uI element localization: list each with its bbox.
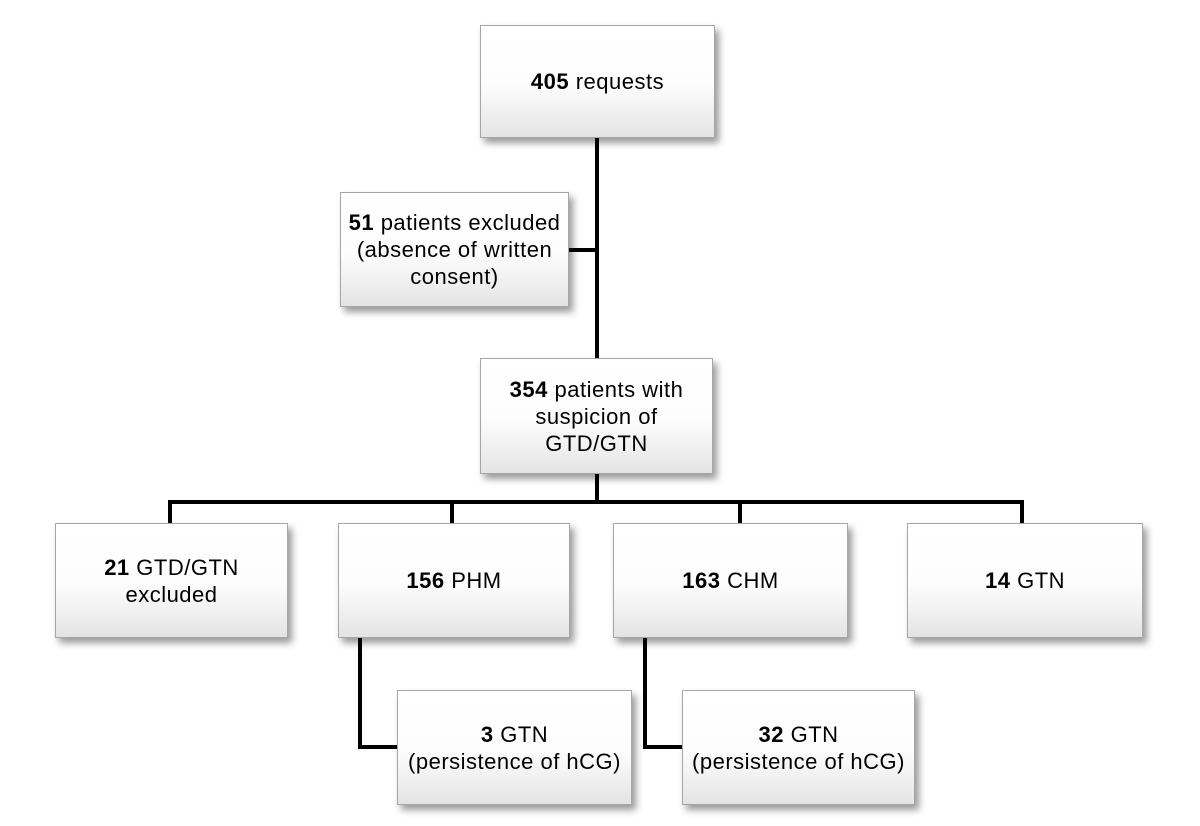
node-14-gtn: 14 GTN (907, 523, 1143, 638)
node-count: 32 (758, 721, 784, 747)
node-label: 21 GTD/GTN excluded (104, 554, 239, 607)
node-label: 14 GTN (984, 568, 1066, 593)
node-count: 21 (104, 554, 130, 580)
node-163-chm: 163 CHM (613, 523, 848, 638)
edge-405-to-51-line (566, 248, 599, 252)
node-count: 51 (348, 210, 375, 235)
node-label: 32 GTN (persistence of hCG) (692, 721, 905, 774)
edge-156-to-3-vertical-line (358, 634, 362, 749)
edge-children-rail-line (168, 500, 1024, 504)
node-354-suspicion-gtd-gtn: 354 patients with suspicion of GTD/GTN (480, 358, 713, 474)
edge-rail-to-156-line (450, 500, 454, 525)
node-156-phm: 156 PHM (338, 523, 570, 638)
edge-163-to-32-vertical-line (643, 634, 647, 749)
edge-156-to-3-horizontal-line (358, 745, 399, 749)
node-label: 156 PHM (406, 568, 502, 593)
node-count: 14 (984, 568, 1011, 593)
node-405-requests: 405 requests (480, 25, 715, 138)
edge-rail-to-14-line (1020, 500, 1024, 525)
node-count: 354 (509, 376, 548, 402)
node-32-gtn-persistence-hcg: 32 GTN (persistence of hCG) (682, 690, 915, 805)
node-count: 163 (682, 568, 721, 593)
node-count: 3 (480, 721, 494, 747)
node-label: 163 CHM (682, 568, 779, 593)
node-label: 3 GTN (persistence of hCG) (408, 721, 621, 774)
node-21-gtd-gtn-excluded: 21 GTD/GTN excluded (55, 523, 288, 638)
edge-354-to-rail-line (595, 470, 599, 504)
node-label: 354 patients with suspicion of GTD/GTN (509, 376, 684, 456)
node-count: 405 (530, 69, 570, 94)
node-3-gtn-persistence-hcg: 3 GTN (persistence of hCG) (397, 690, 632, 805)
edge-rail-to-21-line (168, 500, 172, 525)
edge-rail-to-163-line (738, 500, 742, 525)
node-label: 405 requests (530, 69, 665, 94)
node-label: 51 patients excluded (absence of written… (348, 210, 561, 289)
edge-163-to-32-horizontal-line (643, 745, 684, 749)
node-51-patients-excluded: 51 patients excluded (absence of written… (340, 192, 569, 307)
node-count: 156 (406, 568, 445, 593)
